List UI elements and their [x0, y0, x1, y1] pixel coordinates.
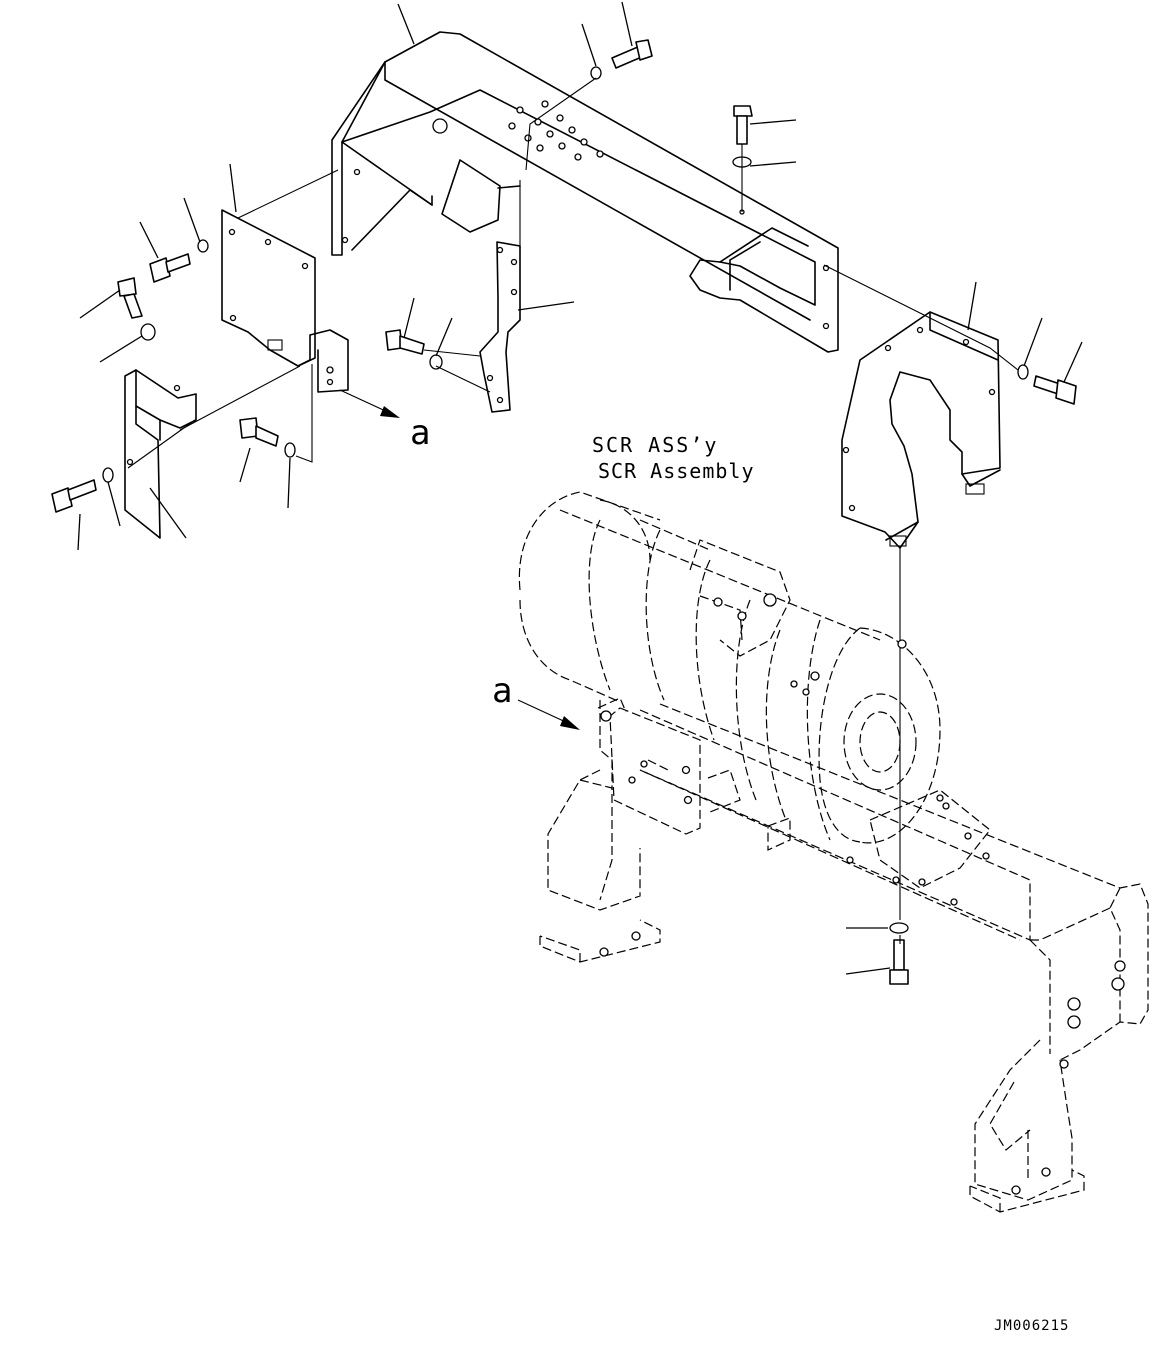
washer-icon [590, 66, 602, 80]
washer-icon [889, 922, 909, 934]
alignment-lines [127, 77, 1019, 944]
upper-cover [331, 31, 839, 353]
washer-icon [197, 239, 209, 253]
washer-icon [102, 467, 114, 483]
bolt-icon [733, 105, 753, 145]
left-plate [221, 209, 349, 393]
bolt-icon [889, 939, 909, 985]
view-marker-a: a [492, 671, 512, 711]
view-arrow-lower [517, 699, 580, 730]
bolt-icon [239, 417, 279, 447]
drawing-number: JM006215 [994, 1318, 1069, 1334]
scr-assembly-label-line2: SCR Assembly [598, 459, 755, 483]
center-bracket [479, 241, 521, 413]
view-arrow-upper [339, 389, 400, 418]
leader-lines [77, 1, 1083, 975]
scr-assembly-label-line1: SCR ASS’y [592, 433, 718, 457]
view-marker-a: a [410, 413, 430, 453]
cover-hole-pattern [508, 100, 604, 161]
bolt-icon [1033, 375, 1077, 405]
scr-assembly [518, 491, 1149, 1213]
right-c-plate [841, 311, 1001, 549]
left-bracket [124, 369, 197, 539]
bolt-icon [385, 329, 425, 355]
bolt-icon [611, 39, 653, 69]
washer-icon [429, 354, 443, 370]
washer-icon [140, 323, 156, 341]
bolt-icon [117, 277, 143, 319]
fasteners [51, 39, 1077, 985]
bolt-icon [149, 253, 191, 283]
washer-icon [1017, 364, 1029, 380]
bolt-icon [51, 479, 97, 513]
washer-icon [284, 442, 296, 458]
